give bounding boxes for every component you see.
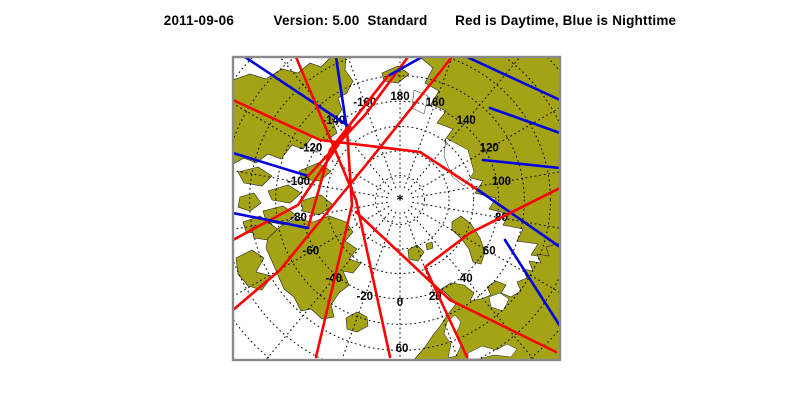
white-sea [488, 292, 510, 312]
map-frame [231, 55, 562, 362]
meridian-line [407, 209, 535, 360]
track-segment-night [334, 57, 349, 132]
longitude-label: -100 [287, 176, 310, 188]
longitude-label: 180 [390, 91, 409, 103]
longitude-label: -140 [322, 115, 345, 127]
meridian-line [341, 211, 397, 360]
track-segment-night [465, 57, 560, 102]
track-segment-day [306, 74, 390, 230]
landmass-siberia [419, 57, 560, 259]
track-segment-night [488, 106, 560, 135]
plot-title: 2011-09-06 Version: 5.00 Standard Red is… [163, 13, 677, 28]
meridian-line [233, 205, 390, 298]
landmass-svalbard [407, 244, 425, 262]
latitude-circle [300, 100, 500, 300]
meridian-line [233, 102, 390, 195]
pole-marker: * [397, 194, 404, 209]
longitude-label: -20 [356, 291, 373, 303]
track-segment-night [476, 188, 560, 249]
track-segment-night [233, 211, 310, 230]
track-segment-day [354, 210, 558, 354]
track-segment-day [233, 98, 480, 192]
satellite-track-layer [233, 57, 560, 359]
meridian-line [412, 201, 560, 229]
meridian-line [410, 205, 560, 294]
latitude-circle [249, 57, 551, 351]
track-segment-night [481, 158, 560, 170]
landmass-novaya-zemlya [451, 215, 486, 265]
latitude-label: 60 [396, 343, 409, 355]
landmass-arctic-island [237, 166, 273, 187]
meridian-line [403, 211, 459, 360]
meridian-line [279, 57, 393, 191]
track-segment-night [386, 57, 424, 78]
track-segment-night [243, 57, 352, 129]
longitude-label: -60 [302, 246, 319, 258]
track-segment-day [314, 128, 354, 359]
track-segment-day [294, 57, 392, 359]
meridian-line [410, 106, 560, 195]
latitude-circle [350, 150, 450, 250]
longitude-label: 0 [397, 297, 403, 309]
track-segment-day [233, 57, 454, 312]
track-segment-night [503, 238, 560, 328]
track-segment-day [423, 186, 560, 359]
north-pole-marker: * [397, 194, 404, 209]
landmass-greenland [265, 215, 362, 320]
longitude-label: -120 [299, 143, 322, 155]
landmass-iceland [345, 311, 369, 333]
meridian-line [347, 57, 397, 189]
longitude-label: 40 [460, 273, 473, 285]
meridian-line [265, 209, 393, 360]
landmass-svalbard-small [425, 241, 434, 251]
longitude-label: 60 [483, 246, 496, 258]
landmass-alaska-canada [233, 57, 354, 165]
latitude-circle [374, 174, 426, 226]
track-segment-day [306, 57, 410, 178]
longitude-label: 140 [457, 115, 476, 127]
longitude-label: 100 [492, 176, 511, 188]
longitude-label: 120 [480, 143, 499, 155]
track-segment-night [233, 151, 310, 178]
longitude-label: 160 [426, 97, 445, 109]
longitude-label: -80 [290, 212, 307, 224]
gulf-of-bothnia [443, 314, 463, 359]
meridian-line [412, 171, 560, 199]
track-segment-day [233, 125, 352, 242]
